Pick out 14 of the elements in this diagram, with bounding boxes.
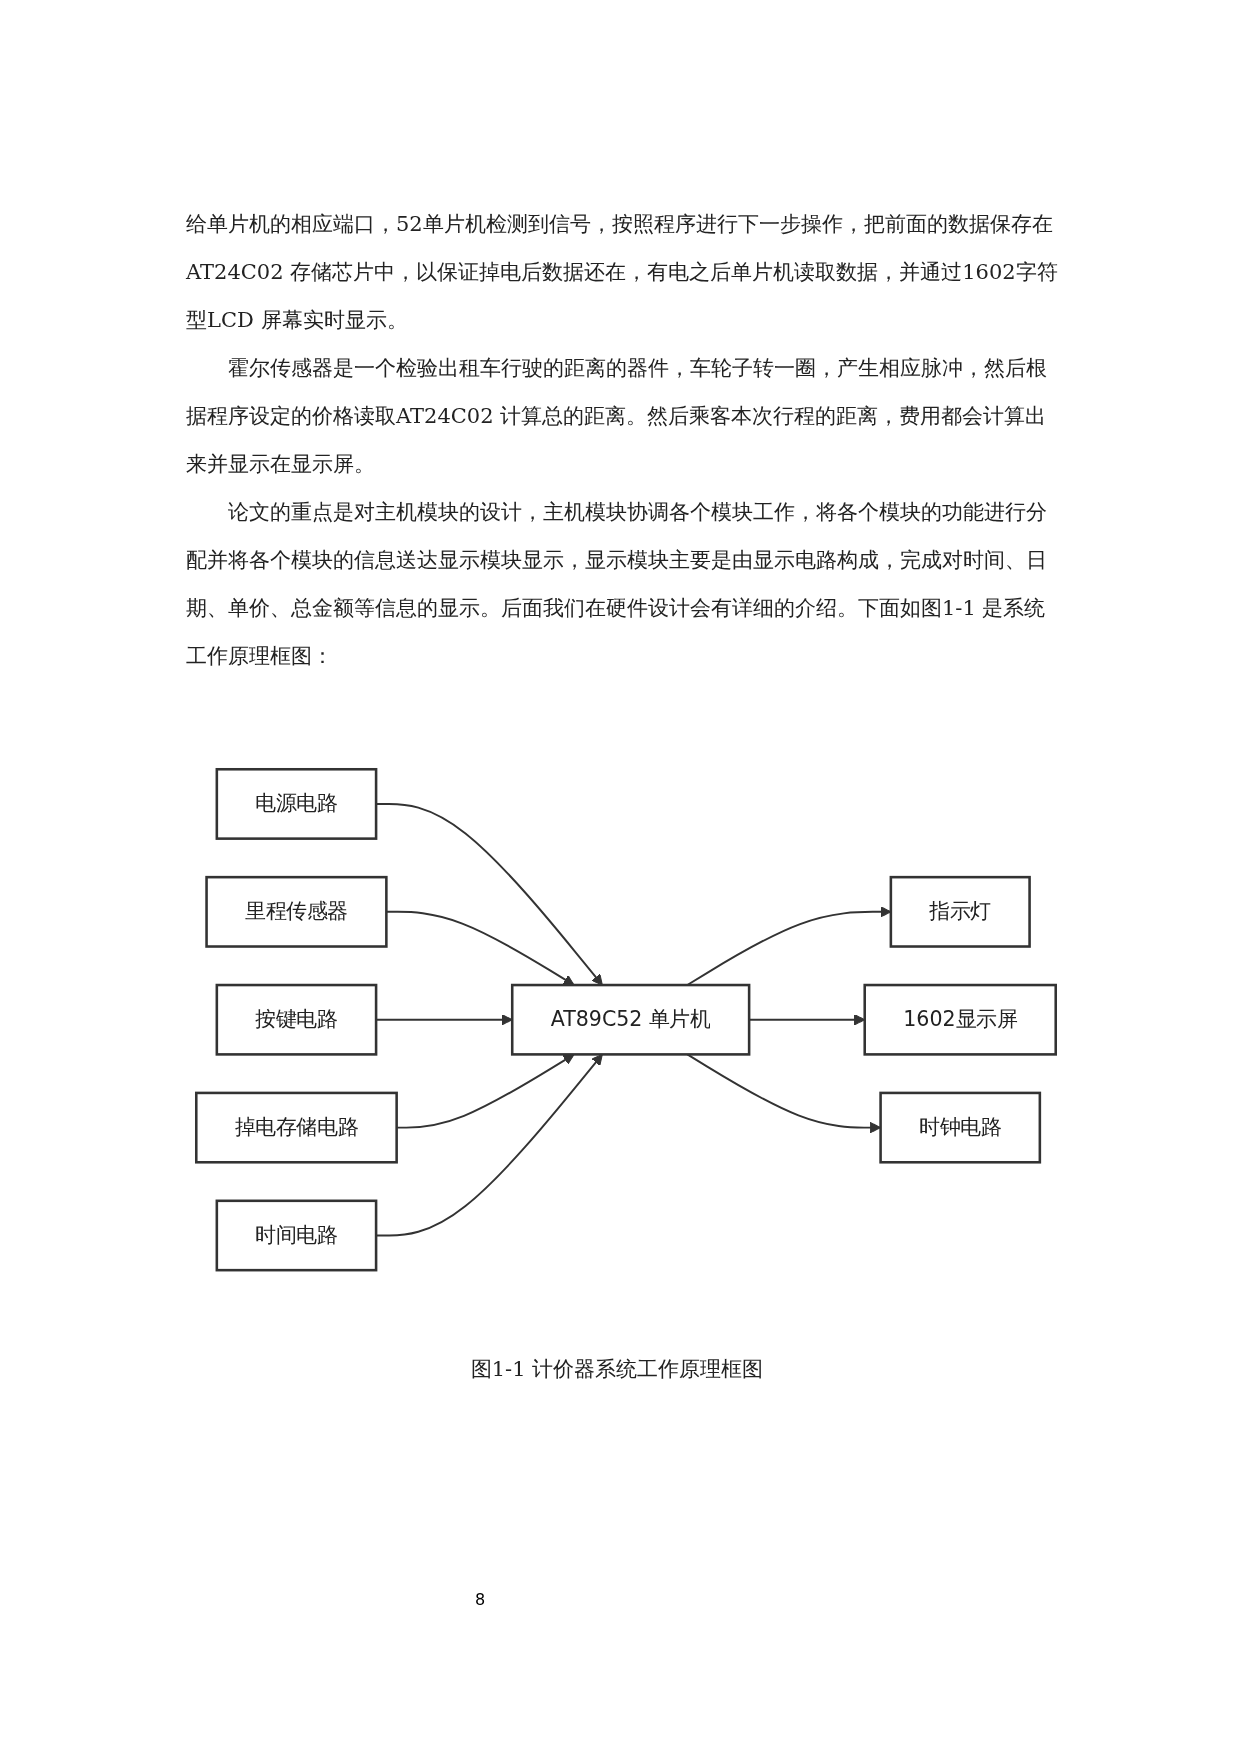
node-box: 1602显示屏 xyxy=(863,984,1057,1056)
node-box: 时钟电路 xyxy=(879,1091,1042,1164)
body-paragraph: 论文的重点是对主机模块的设计，主机模块协调各个模块工作，将各个模块的功能进行分配并将各个模块的信息送达显示模块显示，显示模块主要是由显示电路构成，完成对时间、日期、单价、总金额等信息的显示。后面我们在硬件设计会有详细的介绍。下面如图1-1 是系统工作原理框图： xyxy=(186,499,1048,670)
node-box: 指示灯 xyxy=(889,876,1031,949)
node-box: 时间电路 xyxy=(215,1199,378,1272)
node-box: AT89C52 单片机 xyxy=(510,984,751,1056)
node-box: 按键电路 xyxy=(215,984,378,1056)
body-paragraph: 霍尔传感器是一个检验出租车行驶的距离的器件，车轮子转一圈，产生相应脉冲，然后根据程序设定的价格读取AT24C02 计算总的距离。然后乘客本次行程的距离，费用都会计算出来并显示在显示屏。 xyxy=(186,355,1048,478)
figure-caption: 图1-1 计价器系统工作原理框图 xyxy=(469,1356,765,1383)
node-box: 电源电路 xyxy=(215,768,378,841)
page-number: 8 xyxy=(473,1590,487,1609)
node-box: 掉电存储电路 xyxy=(195,1091,398,1164)
node-box: 里程传感器 xyxy=(205,876,388,949)
body-paragraph: 给单片机的相应端口，52单片机检测到信号，按照程序进行下一步操作，把前面的数据保存在AT24C02 存储芯片中，以保证掉电后数据还在，有电之后单片机读取数据，并通过1602字符型LCD 屏幕实时显示。 xyxy=(186,211,1059,334)
